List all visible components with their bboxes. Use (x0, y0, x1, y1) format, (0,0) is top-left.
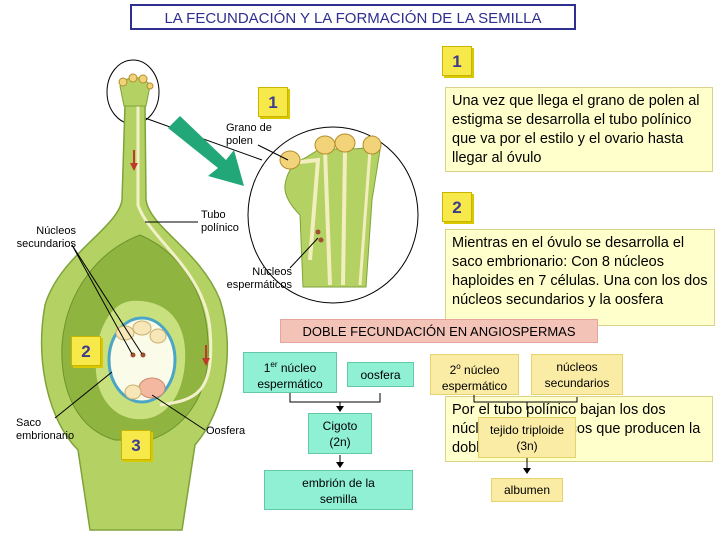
step-3-tag-illustration: 3 (121, 430, 151, 460)
label-tubo-polinico: Tubo polínico (201, 209, 239, 234)
albumen-box: albumen (491, 478, 563, 502)
segundo-nucleo-espermatico-box: 2o núcleo espermático (430, 354, 519, 395)
step-2-tag: 2 (442, 192, 472, 222)
pollen-tube (136, 98, 213, 407)
doble-fecundacion-title: DOBLE FECUNDACIÓN EN ANGIOSPERMAS (280, 319, 598, 343)
tejido-label: tejido triploide (489, 423, 565, 437)
segundo-nucleo-sup: o (456, 362, 461, 371)
tejido-triploide-box: tejido triploide (3n) (478, 417, 576, 458)
page-title: LA FECUNDACIÓN Y LA FORMACIÓN DE LA SEMI… (130, 4, 576, 30)
step-1-tag-illustration: 1 (258, 87, 288, 117)
primer-nucleo-espermatico-box: 1er núcleo espermático (243, 352, 337, 393)
label-grano-polen: Grano de polen (226, 122, 272, 147)
label-nucleos-espermaticos: Núcleos espermáticos (226, 266, 292, 291)
tejido-ploidy: (3n) (516, 439, 538, 453)
step-2-tag-illustration: 2 (71, 336, 101, 366)
primer-nucleo-num: 1 (263, 361, 271, 375)
primer-nucleo-sup: er (270, 360, 278, 369)
primer-nucleo-label: núcleo espermático (257, 361, 323, 391)
step-1-description: Una vez que llega el grano de polen al e… (445, 87, 713, 172)
oosfera-box: oosfera (347, 362, 414, 387)
cigoto-label: Cigoto (322, 419, 358, 433)
label-oosfera: Oosfera (206, 425, 246, 437)
segundo-nucleo-num: 2 (449, 363, 457, 377)
nucleos-secundarios-box: núcleos secundarios (531, 354, 623, 395)
cigoto-ploidy: (2n) (329, 435, 351, 449)
cigoto-box: Cigoto (2n) (308, 413, 372, 454)
label-saco-embrionario: Saco embrionario (16, 417, 75, 442)
segundo-nucleo-label: núcleo espermático (441, 363, 508, 393)
step-2-description: Mientras en el óvulo se desarrolla el sa… (445, 229, 715, 326)
zoom-arrow (168, 116, 244, 186)
embrion-box: embrión de la semilla (264, 470, 413, 510)
step-1-tag: 1 (442, 46, 472, 76)
label-nucleos-secundarios: Núcleos secundarios (16, 225, 76, 250)
flower-ovary-illustration (40, 59, 419, 531)
